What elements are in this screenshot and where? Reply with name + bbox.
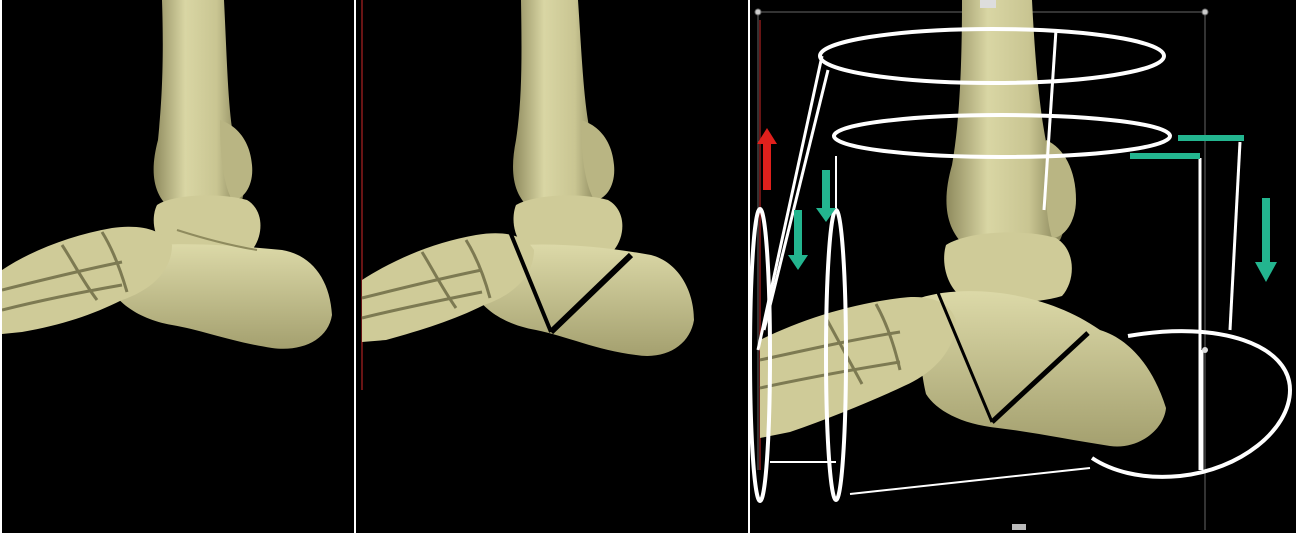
teal-down-arrow-3 [1255,198,1277,282]
frame-correction-render [750,0,1296,533]
calcaneus [918,291,1166,446]
panel-normal-ankle [2,0,354,533]
panel-frame-correction [750,0,1296,533]
forefoot [2,227,172,334]
ankle-osteotomy-render [356,0,748,533]
panel-osteotomy [356,0,748,533]
tibia-shaft [946,0,1064,246]
ankle-bone-render [2,0,354,533]
forefoot [362,233,534,342]
